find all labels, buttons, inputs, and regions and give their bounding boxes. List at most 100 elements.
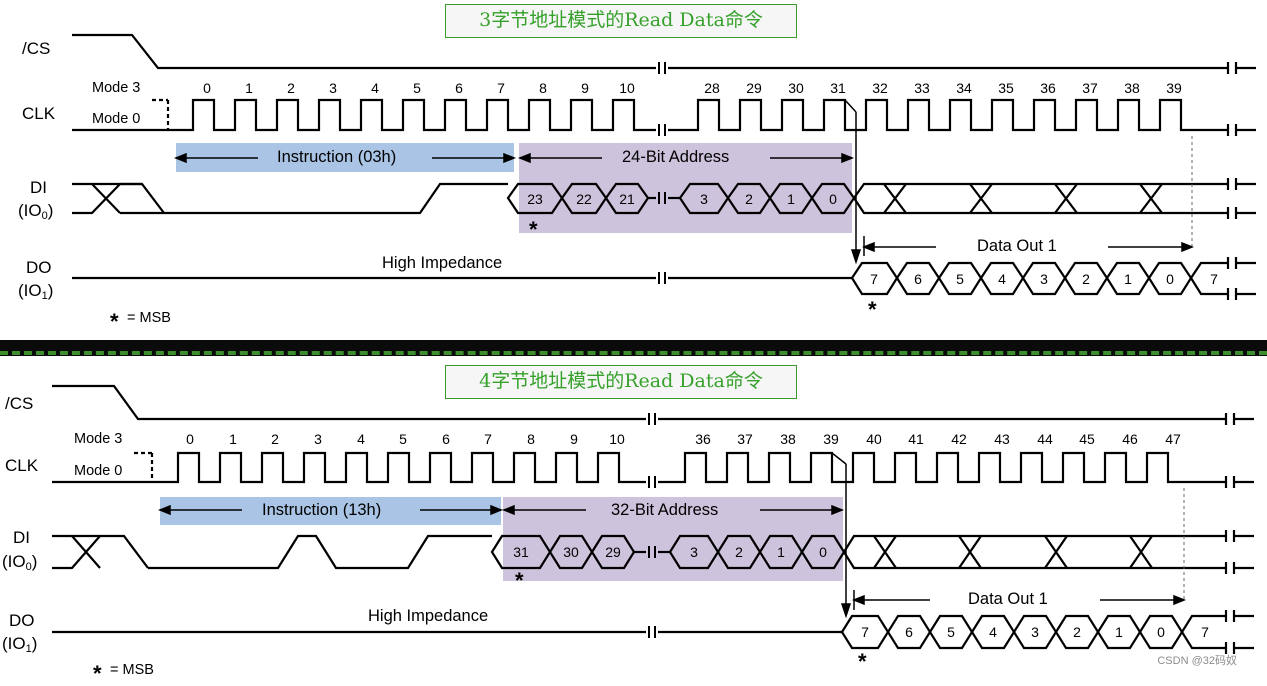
cs-label: /CS <box>22 39 51 58</box>
di-dontcare <box>843 551 1226 570</box>
clock-number: 6 <box>455 80 463 96</box>
io-sub: 0 <box>25 561 32 573</box>
clock-number: 31 <box>830 80 846 96</box>
cs-waveform <box>72 33 656 70</box>
data-bit: 7 <box>1201 624 1209 640</box>
clock-number: 44 <box>1037 431 1053 447</box>
clock-number: 34 <box>956 80 972 96</box>
clk-label: CLK <box>5 456 39 475</box>
clock-number: 10 <box>619 80 635 96</box>
clock-number: 7 <box>484 431 492 447</box>
high-impedance-label: High Impedance <box>368 607 489 625</box>
address-bit: 3 <box>700 191 708 207</box>
io-end: ) <box>31 552 38 571</box>
di-dontcare-x <box>1044 535 1068 569</box>
di-dontcare-x <box>969 183 993 214</box>
instruction-label: Instruction (13h) <box>262 501 382 519</box>
io-text: (IO <box>2 552 26 571</box>
clock-number: 45 <box>1079 431 1095 447</box>
data-bit: 4 <box>989 624 997 640</box>
data-bit: 3 <box>1031 624 1039 640</box>
clk-label: CLK <box>22 104 56 123</box>
data-bit: 2 <box>1073 624 1081 640</box>
clock-number: 41 <box>908 431 924 447</box>
address-bit: 22 <box>576 191 592 207</box>
arrowhead <box>831 504 845 516</box>
arrowhead <box>1181 241 1195 253</box>
clock-number: 1 <box>245 80 253 96</box>
clock-number: 3 <box>314 431 322 447</box>
di-waveform-high <box>52 534 149 569</box>
arrowhead <box>157 504 171 516</box>
clock-number: 5 <box>399 431 407 447</box>
data-bit: 5 <box>956 271 964 287</box>
io-sub: 0 <box>41 210 48 222</box>
do-label: DO <box>9 611 35 630</box>
do-io-label: (IO1) <box>18 281 53 302</box>
mode0-label: Mode 0 <box>74 463 123 479</box>
clk-waveform-a <box>52 451 646 484</box>
di-x-stroke <box>91 183 121 214</box>
mode0-label: Mode 0 <box>92 111 141 127</box>
clk-edge-link <box>831 452 847 465</box>
data-out-label: Data Out 1 <box>977 237 1057 255</box>
address-bit: 21 <box>619 191 635 207</box>
clock-number: 38 <box>780 431 796 447</box>
msb-legend: = MSB <box>110 662 154 678</box>
di-waveform-mid <box>142 182 508 215</box>
diagram-caption: 3字节地址模式的Read Data命令 <box>445 4 797 38</box>
data-bit: 6 <box>914 271 922 287</box>
data-bit: 5 <box>947 624 955 640</box>
clock-number: 0 <box>203 80 211 96</box>
clock-number: 37 <box>1082 80 1098 96</box>
di-waveform-high <box>72 182 165 214</box>
timing-svg-4byte <box>52 384 1254 654</box>
address-label: 24-Bit Address <box>622 148 730 166</box>
address-bit: 0 <box>829 191 837 207</box>
clock-number: 3 <box>329 80 337 96</box>
arrowhead <box>861 241 875 253</box>
data-out-label: Data Out 1 <box>968 590 1048 608</box>
clock-number: 10 <box>609 431 625 447</box>
di-dontcare-x <box>958 535 982 569</box>
mode3-label: Mode 3 <box>92 80 141 96</box>
clock-number: 43 <box>994 431 1010 447</box>
msb-legend-star: * <box>93 661 102 686</box>
di-waveform-mid <box>148 534 492 570</box>
clock-number: 7 <box>497 80 505 96</box>
clock-number: 37 <box>737 431 753 447</box>
di-io-label: (IO0) <box>18 201 53 222</box>
clock-number: 42 <box>951 431 967 447</box>
di-x-stroke <box>71 535 101 569</box>
clock-number: 29 <box>746 80 762 96</box>
arrowhead <box>503 152 517 164</box>
clock-number: 6 <box>442 431 450 447</box>
clock-number: 46 <box>1122 431 1138 447</box>
data-bit: 2 <box>1082 271 1090 287</box>
msb-star: * <box>529 217 538 242</box>
high-impedance-label: High Impedance <box>382 254 503 272</box>
watermark: CSDN @32码奴 <box>1157 655 1237 667</box>
di-waveform-low <box>52 535 101 570</box>
data-bit-open <box>1189 261 1228 296</box>
clk-waveform-b <box>658 451 1226 484</box>
clock-number: 8 <box>527 431 535 447</box>
arrowhead <box>841 152 855 164</box>
address-label: 32-Bit Address <box>611 501 719 519</box>
address-bit: 3 <box>690 544 698 560</box>
address-bit: 0 <box>819 544 827 560</box>
clock-number: 2 <box>271 431 279 447</box>
address-bit: 31 <box>513 544 529 560</box>
clk-edge-link <box>844 99 857 113</box>
data-bit: 4 <box>998 271 1006 287</box>
address-bit: 30 <box>563 544 579 560</box>
clock-number: 9 <box>581 80 589 96</box>
clock-number: 38 <box>1124 80 1140 96</box>
clock-number: 39 <box>823 431 839 447</box>
di-io-label: (IO0) <box>2 552 37 573</box>
clock-number: 33 <box>914 80 930 96</box>
clock-number: 5 <box>413 80 421 96</box>
clock-number: 4 <box>357 431 365 447</box>
arrowhead <box>517 152 531 164</box>
data-bit: 0 <box>1166 271 1174 287</box>
